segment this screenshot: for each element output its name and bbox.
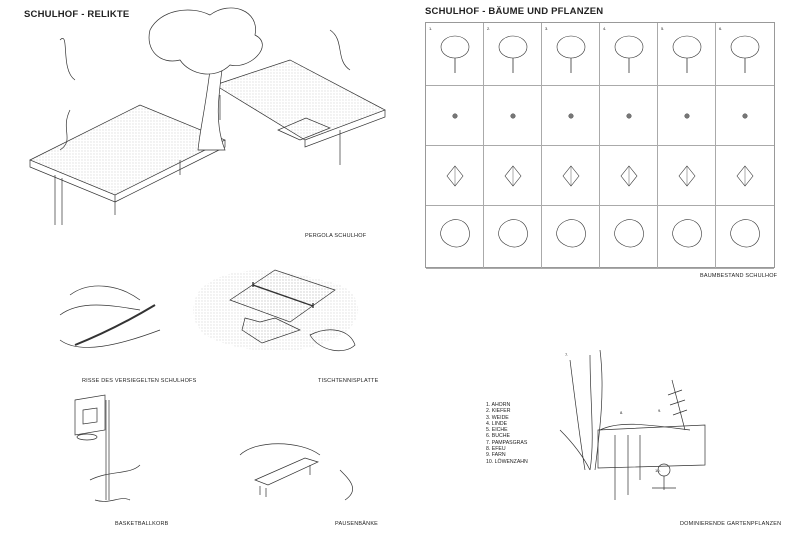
- tree-grid-cell: [716, 86, 774, 146]
- leaf-icon: [736, 165, 754, 187]
- tree-grid-cell: [426, 146, 484, 206]
- leaf-icon: [562, 165, 580, 187]
- table-tennis-drawing: [193, 269, 359, 352]
- tree-plan-icon: [684, 113, 690, 119]
- tree-grid-cell: 1.: [426, 23, 484, 86]
- legend-item: 3. WEIDE: [486, 414, 509, 421]
- leaf-icon: [678, 165, 696, 187]
- tree-grid-cell: [658, 86, 716, 146]
- tree-grid: 1. 2. 3. 4. 5. 6.: [425, 22, 775, 269]
- leaf-icon: [620, 165, 638, 187]
- cracks-drawing: [59, 285, 161, 348]
- tree-grid-cell: 2.: [484, 23, 542, 86]
- tree-grid-cell: [542, 206, 600, 269]
- leaf-icon: [504, 165, 522, 187]
- tree-number: 1.: [429, 26, 433, 31]
- tree-elevation-icon: [672, 35, 702, 73]
- tree-grid-cell: [426, 206, 484, 269]
- legend-item: 5. EICHE: [486, 427, 508, 434]
- plant-tag: 7.: [565, 352, 569, 357]
- legend-item: 7. PAMPASGRAS: [486, 439, 528, 446]
- plant-tag: 8.: [620, 410, 624, 415]
- tree-grid-cell: [658, 146, 716, 206]
- tree-grid-cell: [542, 146, 600, 206]
- legend-item: 2. KIEFER: [486, 408, 511, 415]
- tree-elevation-icon: [730, 35, 760, 73]
- tree-number: 3.: [545, 26, 549, 31]
- caption-pergola: PERGOLA SCHULHOF: [305, 233, 367, 239]
- tree-plan-icon: [452, 113, 458, 119]
- pergola-drawing: [29, 7, 386, 225]
- canopy-icon: [440, 219, 470, 248]
- tree-grid-cell: [716, 146, 774, 206]
- legend-item: 1. AHORN: [486, 402, 511, 408]
- canopy-icon: [556, 219, 586, 248]
- tree-grid-cell: [484, 86, 542, 146]
- right-title: SCHULHOF - BÄUME UND PFLANZEN: [425, 6, 604, 17]
- canopy-icon: [672, 219, 702, 248]
- basketball-drawing: [74, 394, 141, 502]
- canopy-icon: [498, 219, 528, 248]
- bench-drawing: [239, 443, 353, 501]
- left-title: SCHULHOF - RELIKTE: [24, 9, 130, 20]
- tree-elevation-icon: [556, 35, 586, 73]
- tree-elevation-icon: [440, 35, 470, 73]
- canopy-icon: [614, 219, 644, 248]
- legend-item: 6. BUCHE: [486, 433, 510, 440]
- tree-grid-cell: 3.: [542, 23, 600, 86]
- tree-number: 2.: [487, 26, 491, 31]
- tree-plan-icon: [626, 113, 632, 119]
- plant-tag: 9.: [658, 408, 662, 413]
- tree-number: 6.: [719, 26, 723, 31]
- tree-grid-cell: [600, 86, 658, 146]
- caption-risse: RISSE DES VERSIEGELTEN SCHULHOFS: [82, 378, 197, 384]
- leaf-icon: [446, 165, 464, 187]
- tree-grid-cell: [658, 206, 716, 269]
- tree-number: 5.: [661, 26, 665, 31]
- legend-item: 9. FARN: [486, 452, 506, 459]
- tree-grid-cell: 5.: [658, 23, 716, 86]
- legend-item: 10. LÖWENZAHN: [486, 458, 528, 465]
- plant-tag: 10.: [655, 468, 661, 473]
- legend-item: 8. EFEU: [486, 446, 506, 453]
- tree-grid-cell: [542, 86, 600, 146]
- caption-gartenpflanzen: DOMINIERENDE GARTENPFLANZEN: [680, 521, 782, 527]
- caption-baumbestand: BAUMBESTAND SCHULHOF: [700, 273, 778, 279]
- tree-plan-icon: [742, 113, 748, 119]
- tree-grid-cell: [426, 86, 484, 146]
- tree-grid-cell: [484, 146, 542, 206]
- tree-plan-icon: [568, 113, 574, 119]
- tree-grid-cell: 4.: [600, 23, 658, 86]
- tree-grid-cell: [716, 206, 774, 269]
- tree-grid-cell: 6.: [716, 23, 774, 86]
- tree-plan-icon: [510, 113, 516, 119]
- tree-grid-cell: [600, 146, 658, 206]
- canopy-icon: [730, 219, 760, 248]
- tree-elevation-icon: [614, 35, 644, 73]
- caption-baenke: PAUSENBÄNKE: [335, 521, 379, 527]
- tree-number: 4.: [603, 26, 607, 31]
- tree-grid-cell: [600, 206, 658, 269]
- caption-tischtennis: TISCHTENNISPLATTE: [318, 378, 379, 384]
- legend-item: 4. LINDE: [486, 420, 508, 427]
- tree-grid-cell: [484, 206, 542, 269]
- caption-basketball: BASKETBALLKORB: [115, 521, 169, 527]
- garden-plants-drawing: [559, 349, 706, 500]
- tree-elevation-icon: [498, 35, 528, 73]
